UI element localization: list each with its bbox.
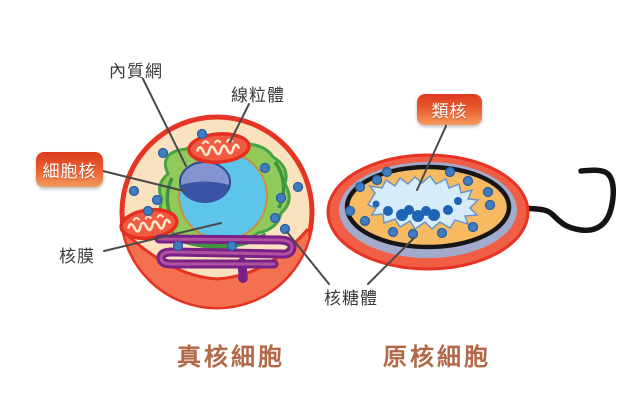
flagellum xyxy=(512,167,616,234)
label-mitochondrion: 線粒體 xyxy=(231,86,285,105)
nucleoid-shape xyxy=(366,174,480,231)
leader-ribosome-left xyxy=(286,231,330,285)
eukaryotic-cell-illustration xyxy=(119,114,315,310)
prokaryotic-cell-illustration xyxy=(326,153,616,271)
nucleoid-dense-dna xyxy=(372,197,462,222)
leader-lines xyxy=(102,78,447,285)
tag-nucleus: 細胞核 xyxy=(36,152,103,187)
golgi-tubule xyxy=(154,234,297,283)
tag-nucleus-text: 細胞核 xyxy=(42,162,97,181)
leader-ribosome-right xyxy=(367,237,415,285)
mitochondrion-cristae xyxy=(195,143,241,157)
mitochondrion-cristae-upper xyxy=(201,138,234,145)
label-ribosome: 核糖體 xyxy=(324,289,378,308)
golgi-vesicle xyxy=(238,273,248,283)
tag-nucleoid-text: 類核 xyxy=(431,102,468,121)
eukaryote-ribosome-dots xyxy=(128,128,304,252)
title-prokaryotic-cell: 原核細胞 xyxy=(383,344,491,371)
mitochondrion-top xyxy=(187,132,251,164)
mitochondrion-cristae-upper xyxy=(132,214,165,222)
leader-nucleoid xyxy=(416,125,447,191)
golgi-tubule-core xyxy=(157,237,294,266)
leader-nucleus xyxy=(102,170,185,192)
title-eukaryotic-cell: 真核細胞 xyxy=(177,344,285,371)
label-endoplasmic-reticulum: 內質網 xyxy=(109,62,163,81)
leader-nuclear-membrane xyxy=(103,222,222,252)
nucleolus-shadow xyxy=(181,181,229,202)
leader-mitochondrion xyxy=(229,103,250,143)
tag-nucleoid: 類核 xyxy=(417,94,482,125)
mitochondrion-left xyxy=(119,207,179,241)
er-fold-right xyxy=(273,160,286,209)
nucleoid-region xyxy=(366,174,480,231)
mitochondrion-cristae xyxy=(127,218,172,233)
label-nuclear-membrane: 核膜 xyxy=(59,247,95,266)
leader-endoplasmic-reticulum xyxy=(142,78,187,167)
